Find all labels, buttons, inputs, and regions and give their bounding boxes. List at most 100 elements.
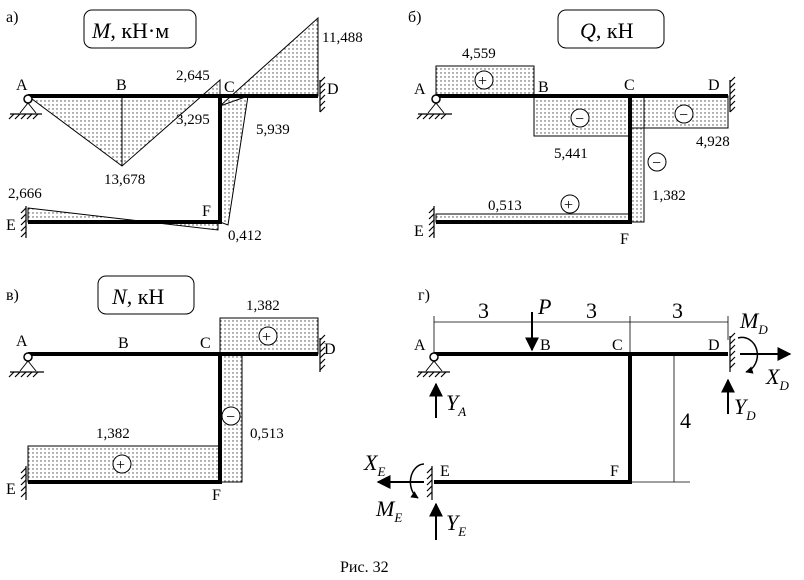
figure-caption: Рис. 32 [340, 559, 389, 576]
node-b-e: E [414, 223, 424, 240]
value-e: 2,666 [8, 186, 42, 202]
reaction-xd-label: XD [765, 364, 789, 393]
fixed-support-b-e [428, 206, 435, 238]
dim-bc: 3 [586, 298, 597, 323]
shear-sign-ab: + [474, 70, 494, 90]
node-d-e: E [440, 463, 450, 480]
shear-value-cd: 4,928 [696, 134, 730, 150]
frame-b-leg [436, 96, 632, 224]
fixed-support-b-d [729, 76, 736, 113]
frame-d-leg [434, 354, 632, 484]
panel-c-letter: в) [6, 287, 19, 304]
value-d: 11,488 [322, 30, 363, 46]
fixed-support-d-d [729, 332, 736, 372]
node-d: D [327, 81, 339, 98]
node-f: F [202, 203, 211, 220]
shear-sign-cf: − [647, 152, 667, 172]
fixed-support-c-d [319, 334, 326, 372]
value-f: 0,412 [228, 228, 262, 244]
node-b-c: C [624, 77, 635, 94]
value-c-right: 5,939 [256, 122, 290, 138]
svg-text:−: − [226, 409, 235, 426]
pin-support-b-a [416, 94, 452, 120]
normal-sign-cd: + [258, 326, 278, 346]
shear-sign-ef: + [560, 194, 580, 214]
node-b-a: A [414, 81, 426, 98]
reaction-ye-label: YE [446, 510, 466, 539]
svg-text:+: + [478, 73, 487, 90]
shear-sign-cd: − [674, 104, 694, 124]
load-p-label: P [537, 294, 551, 319]
reaction-xe-label: XE [363, 450, 385, 479]
node-d-d: D [708, 337, 720, 354]
frame-c-leg [28, 354, 222, 484]
normal-sign-ef: + [112, 454, 132, 474]
panel-b-shear: б) Q, кН A B C D E F 4,559 5 [408, 9, 736, 248]
node-a: A [16, 77, 28, 94]
normal-sign-cf: − [221, 406, 241, 426]
panel-a-letter: а) [6, 9, 18, 26]
node-c-d: D [324, 341, 336, 358]
shear-value-cf: 1,382 [652, 188, 686, 204]
shear-value-ab: 4,559 [462, 46, 496, 62]
panel-b-letter: б) [408, 9, 421, 26]
shear-sign-bc: − [570, 108, 590, 128]
node-b-b: B [538, 79, 549, 96]
node-d-b: B [540, 337, 551, 354]
shear-area-cf [629, 95, 645, 223]
pin-support-a [8, 94, 42, 120]
panel-d-scheme: г) 3 3 3 4 A B C [363, 287, 792, 540]
reaction-me-arc [409, 463, 425, 499]
svg-text:+: + [262, 329, 271, 346]
node-c-f: F [212, 487, 221, 504]
panel-d-letter: г) [418, 287, 430, 304]
normal-value-cf: 0,513 [250, 426, 284, 442]
node-d-a: A [414, 337, 426, 354]
node-e: E [6, 217, 16, 234]
reaction-md-arc [737, 336, 759, 374]
normal-value-cd: 1,382 [246, 298, 280, 314]
node-c-e: E [6, 481, 16, 498]
dim-ab: 3 [478, 298, 489, 323]
fixed-support-d [319, 76, 326, 113]
panel-b-title: Q, кН [580, 18, 634, 43]
panel-c-title-box [97, 275, 195, 315]
normal-value-ef: 1,382 [96, 426, 130, 442]
panel-a-moment: а) M, кН·м A B C D E [6, 9, 363, 244]
node-b: B [116, 77, 127, 94]
node-d-f: F [610, 463, 619, 480]
shear-value-ef: 0,513 [488, 198, 522, 214]
fixed-support-e [20, 206, 27, 238]
value-c-mid: 3,295 [176, 112, 210, 128]
value-b: 13,678 [104, 172, 145, 188]
reaction-me-label: ME [375, 496, 402, 525]
pin-support-d-a [416, 352, 450, 378]
svg-text:−: − [679, 107, 688, 124]
node-c-b: B [118, 335, 129, 352]
node-d-c: C [612, 337, 623, 354]
panel-a-title: M, кН·м [91, 18, 169, 43]
value-c-top: 2,645 [176, 68, 210, 84]
reaction-ya-label: YA [446, 390, 466, 419]
moment-area-ef [27, 207, 219, 231]
reaction-md-label: MD [739, 308, 768, 337]
moment-area-cf [219, 95, 249, 226]
svg-text:−: − [575, 111, 584, 128]
reaction-yd-label: YD [734, 394, 756, 423]
node-c: C [224, 79, 235, 96]
shear-value-bc: 5,441 [554, 146, 588, 162]
svg-text:+: + [116, 457, 125, 474]
panel-a-title-box [83, 9, 197, 49]
frame-a-leg [28, 96, 222, 224]
pin-support-c-a [8, 352, 44, 378]
panel-b-title-box [557, 9, 665, 49]
node-c-c: C [200, 335, 211, 352]
node-b-d: D [708, 77, 720, 94]
node-c-a: A [16, 333, 28, 350]
fixed-support-c-e [20, 466, 27, 500]
node-b-f: F [620, 231, 629, 248]
moment-area-cd [219, 16, 319, 107]
svg-text:−: − [652, 155, 661, 172]
dim-h: 4 [680, 408, 691, 433]
svg-text:+: + [564, 197, 573, 214]
